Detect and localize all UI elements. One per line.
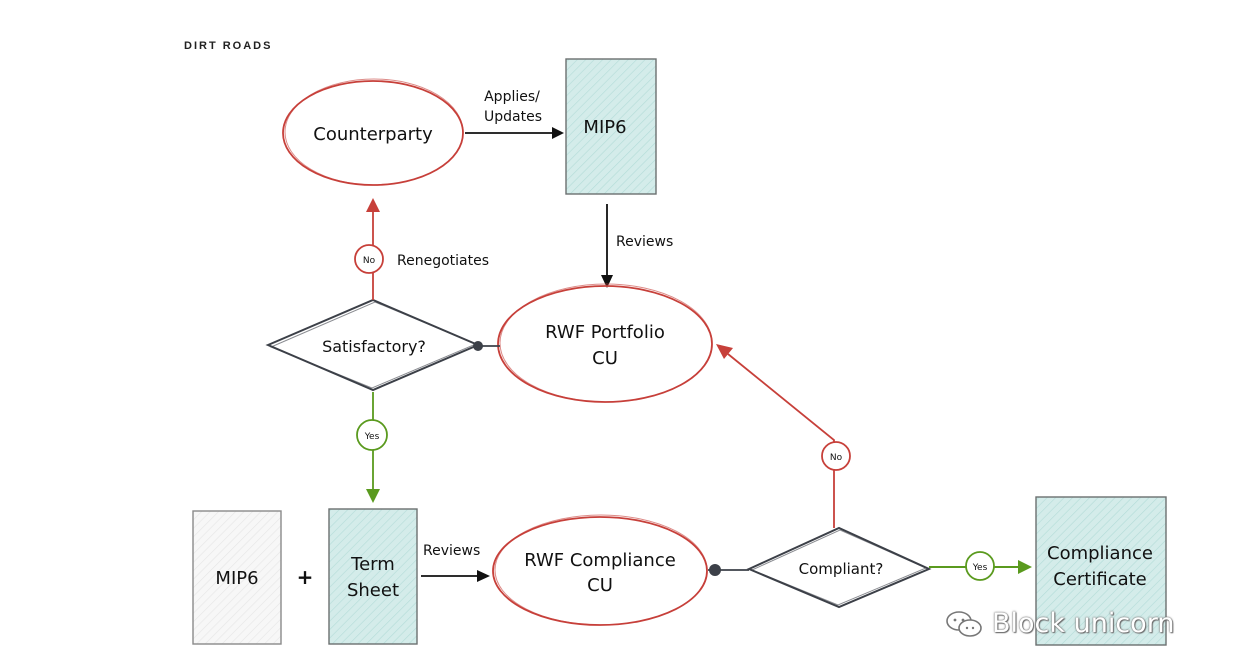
brand-label: DIRT ROADS [184, 40, 273, 52]
renegotiates-arrow: No Renegotiates [354, 198, 489, 300]
certificate-label-1: Compliance [1047, 543, 1153, 564]
rwf-portfolio-label-2: CU [592, 348, 618, 369]
updates-label: Updates [484, 109, 542, 125]
watermark-text: Block unicorn [992, 608, 1175, 639]
rwf-compliance-label-1: RWF Compliance [524, 550, 676, 571]
reviews-bottom-label: Reviews [423, 543, 480, 559]
satisfactory-decision: Satisfactory? [265, 298, 481, 392]
term-sheet-label-2: Sheet [347, 580, 399, 601]
applies-updates-arrow: Applies/ Updates [465, 89, 564, 139]
yes-left-badge: Yes [364, 432, 380, 442]
mip6-top-node: MIP6 [565, 58, 657, 195]
certificate-label-2: Certificate [1053, 569, 1147, 590]
compliant-label: Compliant? [799, 560, 884, 578]
reviews-top-label: Reviews [616, 234, 673, 250]
reviews-bottom-arrow: Reviews [421, 543, 490, 582]
watermark: Block unicorn [944, 608, 1174, 639]
counterparty-node: Counterparty [282, 78, 464, 186]
compliant-decision: Compliant? [746, 526, 932, 609]
compliance-certificate-node: Compliance Certificate [1035, 496, 1167, 646]
mip6-bottom-label: MIP6 [215, 568, 258, 589]
satisfactory-portfolio-connector [473, 341, 500, 351]
yes-left-arrow: Yes [356, 392, 388, 503]
rwf-portfolio-label-1: RWF Portfolio [545, 322, 665, 343]
compliance-compliant-connector [708, 564, 749, 576]
yes-right-badge: Yes [972, 563, 988, 573]
rwf-compliance-label-2: CU [587, 575, 613, 596]
no-right-badge: No [830, 453, 843, 463]
no-right-arrow: No [716, 344, 851, 528]
chat-bubbles-icon [946, 610, 982, 637]
applies-label: Applies/ [484, 89, 540, 105]
plus-sign: + [297, 565, 314, 589]
satisfactory-label: Satisfactory? [322, 337, 426, 356]
mip6-bottom-node: MIP6 [192, 510, 282, 645]
reviews-top-arrow: Reviews [601, 204, 673, 288]
term-sheet-label-1: Term [350, 554, 395, 575]
yes-right-arrow: Yes [929, 551, 1032, 581]
term-sheet-node: Term Sheet [328, 508, 418, 645]
counterparty-label: Counterparty [313, 124, 433, 145]
renegotiates-label: Renegotiates [397, 253, 489, 269]
no-top-badge: No [363, 256, 376, 266]
rwf-portfolio-node: RWF Portfolio CU [497, 283, 713, 403]
rwf-compliance-node: RWF Compliance CU [492, 514, 708, 626]
mip6-top-label: MIP6 [583, 117, 626, 138]
